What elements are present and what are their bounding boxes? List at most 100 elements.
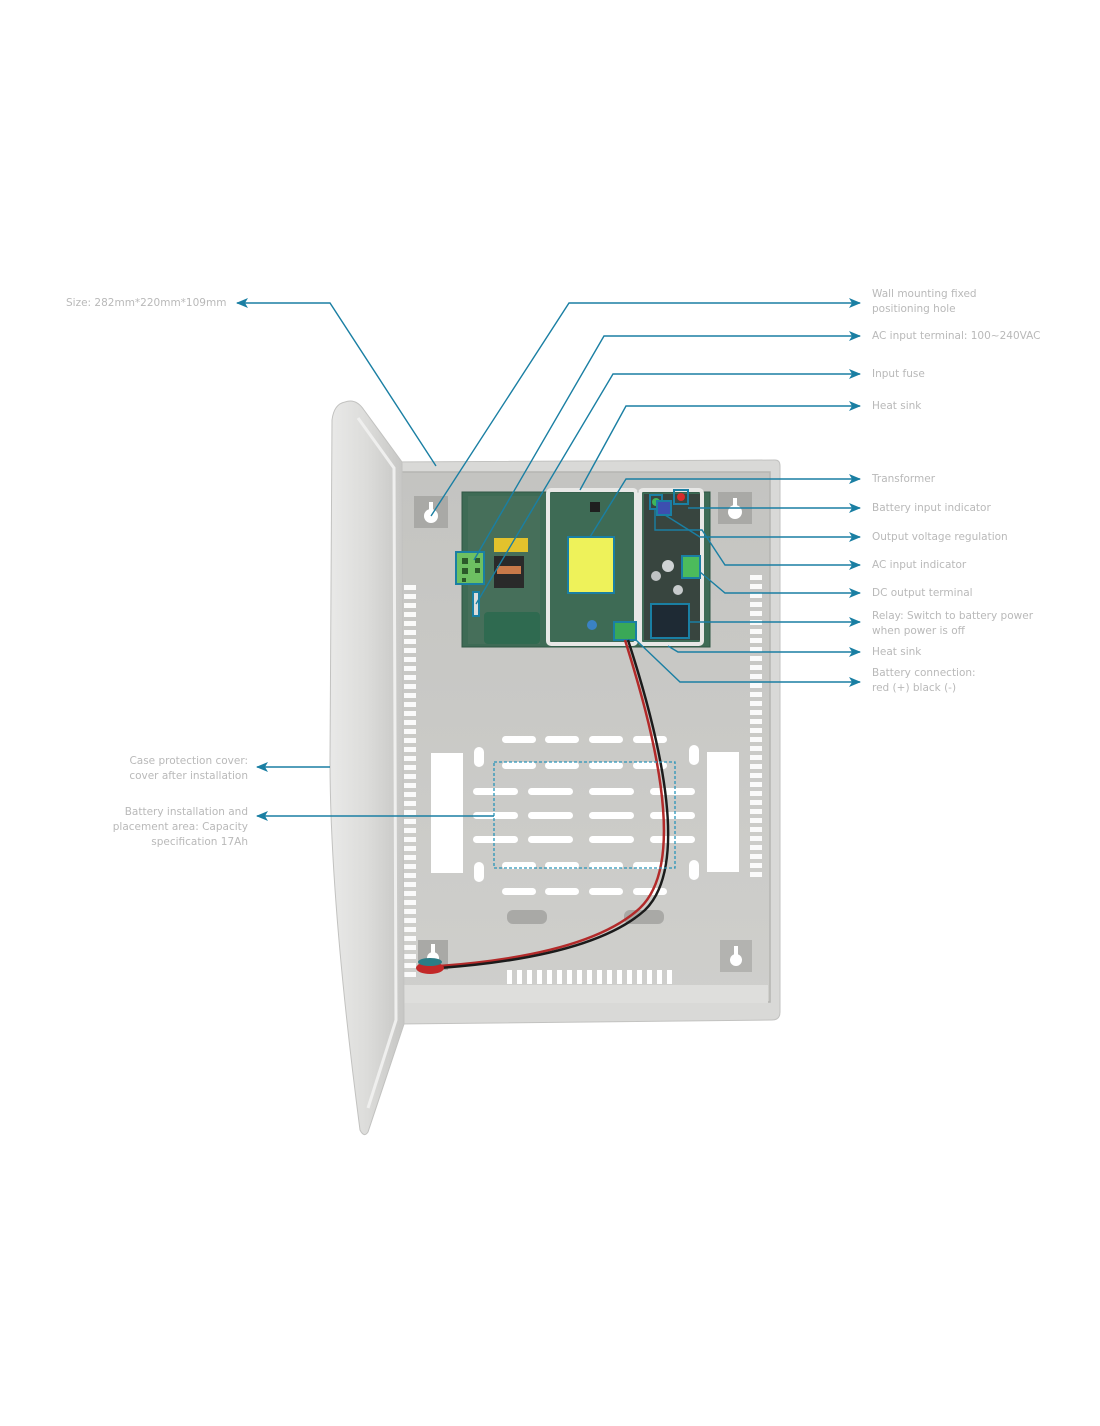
slot <box>589 762 623 769</box>
vent-slot <box>750 656 762 661</box>
dc-output-terminal <box>681 555 701 579</box>
transformer <box>567 536 615 594</box>
vent-slot <box>750 593 762 598</box>
callout-input-fuse <box>475 369 861 605</box>
cap-1 <box>662 560 674 572</box>
label-relay: Relay: Switch to battery power when powe… <box>872 609 1033 639</box>
vent-slot <box>404 621 416 626</box>
vent-slot <box>547 970 552 984</box>
vent-slot <box>404 801 416 806</box>
vent-slot <box>404 639 416 644</box>
slot <box>528 812 573 819</box>
vent-slot <box>404 747 416 752</box>
slot <box>502 762 536 769</box>
vent-slot <box>557 970 562 984</box>
right-window <box>707 752 739 872</box>
vent-slot <box>404 612 416 617</box>
vent-slot <box>750 854 762 859</box>
callout-ac-terminal <box>473 331 861 561</box>
vent-slot <box>404 774 416 779</box>
vent-slot <box>404 846 416 851</box>
electrolytic-capacitor <box>484 612 540 644</box>
slot <box>589 888 623 895</box>
vent-slot <box>507 970 512 984</box>
label-heat-sink-1: Heat sink <box>872 400 922 412</box>
left-vents <box>404 585 416 977</box>
vent-slot <box>404 693 416 698</box>
slot <box>589 862 623 869</box>
heat-sink-bracket-1 <box>546 488 638 646</box>
mounting-hole-top-left <box>414 496 448 528</box>
callout-wall-hole <box>430 298 861 517</box>
vent-slot <box>750 674 762 679</box>
callout-heat-sink-2 <box>667 645 861 657</box>
slot <box>545 862 579 869</box>
vent-slot <box>404 756 416 761</box>
vent-slot <box>404 720 416 725</box>
vent-slot <box>404 972 416 977</box>
vent-slot <box>750 611 762 616</box>
vent-slot <box>607 970 612 984</box>
vent-slot <box>750 665 762 670</box>
label-input-fuse: Input fuse <box>872 368 925 380</box>
vent-slot <box>577 970 582 984</box>
vent-slot <box>404 936 416 941</box>
slot <box>589 812 634 819</box>
vent-slot <box>750 827 762 832</box>
callout-lines <box>236 298 861 821</box>
label-battery-area-line-2: placement area: Capacity <box>112 821 248 833</box>
vent-slot <box>750 584 762 589</box>
slot <box>528 836 573 843</box>
label-battery-area: Battery installation and placement area:… <box>113 805 248 850</box>
vent-slot <box>627 970 632 984</box>
blue-capacitor <box>587 620 597 630</box>
relay <box>650 603 690 639</box>
label-battery-indicator: Battery input indicator <box>872 502 991 514</box>
battery-lug-black <box>418 958 442 966</box>
vent-slot <box>750 710 762 715</box>
label-cover-line-2: cover after installation <box>129 770 248 782</box>
slot <box>473 788 518 795</box>
vent-slot <box>750 836 762 841</box>
slot <box>589 836 634 843</box>
vent-slot <box>750 755 762 760</box>
label-wall-hole: Wall mounting fixed positioning hole <box>872 287 977 317</box>
slot <box>650 812 695 819</box>
protection-cover <box>329 400 405 1136</box>
slot <box>502 862 536 869</box>
label-battery-connection-line-1: Battery connection: <box>872 667 976 679</box>
ic-chip <box>590 502 600 512</box>
vent-slot <box>617 970 622 984</box>
vent-slot <box>404 900 416 905</box>
label-ac-terminal: AC input terminal: 100~240VAC <box>872 330 1041 342</box>
label-relay-line-2: when power is off <box>872 625 965 637</box>
vent-slot <box>404 765 416 770</box>
vent-slot <box>404 702 416 707</box>
vent-slot <box>404 648 416 653</box>
label-voltage-regulation: Output voltage regulation <box>872 531 1008 543</box>
vent-slot <box>404 927 416 932</box>
label-cover: Case protection cover: cover after insta… <box>129 754 248 784</box>
slot-vertical <box>474 747 484 767</box>
vent-slot <box>404 891 416 896</box>
black-wire <box>439 639 670 970</box>
vent-slot <box>750 575 762 580</box>
bottom-recess-left <box>507 910 547 924</box>
callout-ac-indicator <box>654 509 861 570</box>
vent-slot <box>667 970 672 984</box>
vent-slot <box>657 970 662 984</box>
vent-slot <box>750 647 762 652</box>
vent-slot <box>404 810 416 815</box>
vent-slot <box>404 918 416 923</box>
callout-voltage-regulation <box>664 514 861 542</box>
slot <box>589 788 634 795</box>
vent-slot <box>587 970 592 984</box>
vent-slot <box>750 638 762 643</box>
callout-dc-terminal <box>699 571 861 598</box>
vent-slot <box>750 602 762 607</box>
slot <box>633 862 667 869</box>
vent-slot <box>404 828 416 833</box>
vent-slot <box>517 970 522 984</box>
bottom-vents <box>507 970 672 984</box>
